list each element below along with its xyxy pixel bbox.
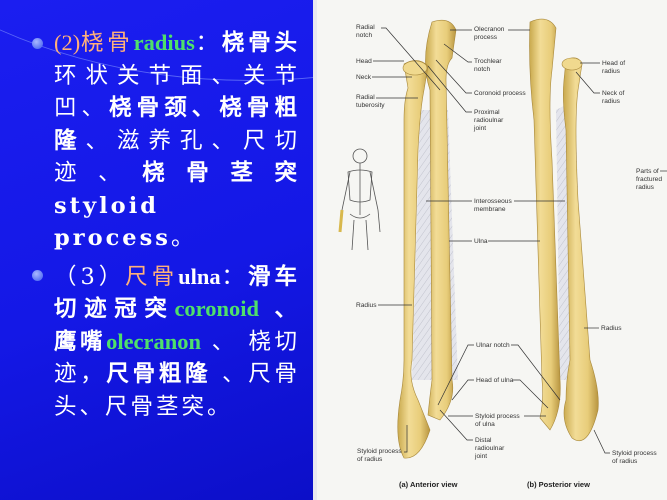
label-neck-of-radius-line2: radius	[602, 98, 621, 105]
segment: 、 桡切迹，	[54, 328, 300, 388]
label-head-of-radius: Head of	[602, 60, 625, 67]
segment: 桡骨头	[221, 30, 300, 56]
segment: 环状关节面、关节凹、	[54, 62, 300, 122]
center-labels: Olecranon process Trochlear notch Corono…	[399, 26, 565, 489]
bullet-ulna: （3）尺骨ulna：滑车切迹冠突coronoid 、 鹰嘴olecranon 、…	[30, 261, 300, 424]
label-coronoid-process: Coronoid process	[474, 90, 526, 97]
label-head-of-ulna: Head of ulna	[476, 377, 514, 384]
skeleton-thumbnail-icon	[338, 148, 381, 251]
ulna-description: （3）尺骨ulna：滑车切迹冠突coronoid 、 鹰嘴olecranon 、…	[54, 261, 300, 424]
label-radial-notch: Radial	[356, 24, 375, 31]
label-parts-of-fractured-radius-line3: radius	[636, 184, 655, 191]
label-styloid-process-ulna-line2: of ulna	[475, 421, 495, 428]
label-radius-posterior: Radius	[601, 325, 622, 332]
label-head-of-radius-line2: radius	[602, 68, 621, 75]
term-cn: 尺骨	[125, 263, 179, 290]
bullet-radius: (2)桡骨radius：桡骨头环状关节面、关节凹、桡骨颈、桡骨粗隆、滋养孔、尺切…	[30, 27, 300, 255]
label-ulna: Ulna	[474, 238, 488, 245]
label-radial-notch-line2: notch	[356, 32, 372, 39]
label-styloid-radius-posterior: Styloid process	[612, 450, 657, 457]
forearm-bones-illustration: Radial notch Head Neck Radial tuberosity…	[338, 18, 667, 489]
segment: 尺骨粗隆	[106, 361, 212, 387]
radius-description: (2)桡骨radius：桡骨头环状关节面、关节凹、桡骨颈、桡骨粗隆、滋养孔、尺切…	[54, 27, 300, 255]
text-panel: (2)桡骨radius：桡骨头环状关节面、关节凹、桡骨颈、桡骨粗隆、滋养孔、尺切…	[0, 0, 313, 500]
label-parts-of-fractured-radius-line2: fractured	[636, 176, 662, 183]
segment: 滑车切迹冠突	[54, 263, 300, 323]
segment: 、滋养孔、尺切迹、	[54, 127, 300, 187]
label-head: Head	[356, 58, 372, 65]
anterior-view-bones	[397, 19, 458, 459]
colon: ：	[220, 263, 249, 290]
label-parts-of-fractured-radius: Parts of	[636, 168, 659, 175]
colon: ：	[194, 30, 222, 56]
segment: 桡骨颈、桡骨粗隆	[54, 95, 300, 154]
label-neck-of-radius: Neck of	[602, 90, 625, 97]
label-styloid-process-ulna: Styloid process	[475, 413, 520, 420]
label-styloid-radius-posterior-line2: of radius	[612, 458, 638, 465]
label-olecranon-process: Olecranon	[474, 26, 505, 33]
posterior-view-bones	[529, 18, 599, 442]
term-cn: 桡骨	[80, 30, 134, 56]
bullet-list: (2)桡骨radius：桡骨头环状关节面、关节凹、桡骨颈、桡骨粗隆、滋养孔、尺切…	[30, 27, 300, 429]
bullet-dot-icon	[32, 38, 43, 49]
segment: 、尺骨头、尺骨茎突。	[54, 361, 300, 420]
bullet-dot-icon	[32, 269, 43, 281]
label-proximal-radioulnar-joint: Proximal	[474, 109, 500, 116]
panel-edge	[313, 0, 317, 500]
segment: 桡骨茎突 styloid process	[54, 160, 300, 251]
label-radial-tuberosity: Radial	[356, 94, 375, 101]
label-neck: Neck	[356, 74, 372, 81]
label-styloid-radius-anterior: Styloid process	[357, 448, 402, 455]
label-interosseous-membrane: Interosseous	[474, 198, 512, 205]
label-interosseous-membrane-line2: membrane	[474, 206, 506, 213]
anterior-labels-left: Radial notch Head Neck Radial tuberosity…	[356, 24, 441, 463]
term-en: radius	[133, 30, 195, 55]
segment: coronoid	[174, 296, 260, 321]
label-distal-radioulnar-joint-line3: joint	[474, 453, 487, 460]
bullet-number: （3）	[54, 263, 126, 290]
segment: olecranon	[106, 328, 202, 354]
label-distal-radioulnar-joint-line2: radioulnar	[475, 445, 505, 452]
label-proximal-radioulnar-joint-line3: joint	[473, 125, 486, 132]
posterior-labels-right: Head of radius Neck of radius Parts of f…	[527, 60, 667, 489]
label-trochlear-notch: Trochlear	[474, 58, 502, 65]
label-olecranon-process-line2: process	[474, 34, 498, 41]
label-trochlear-notch-line2: notch	[474, 66, 490, 73]
bullet-number: (2)	[54, 30, 81, 55]
label-proximal-radioulnar-joint-line2: radioulnar	[474, 117, 504, 124]
label-radius-anterior: Radius	[356, 302, 377, 309]
label-styloid-radius-anterior-line2: of radius	[357, 456, 383, 463]
segment: 。	[170, 225, 197, 251]
anatomy-figure-panel: Radial notch Head Neck Radial tuberosity…	[313, 0, 667, 500]
caption-anterior-view: (a) Anterior view	[399, 480, 458, 489]
segment: 、 鹰嘴	[54, 296, 300, 355]
label-ulnar-notch: Ulnar notch	[476, 342, 510, 349]
label-radial-tuberosity-line2: tuberosity	[356, 102, 385, 109]
term-en: ulna	[178, 263, 221, 289]
label-distal-radioulnar-joint: Distal	[475, 437, 492, 444]
caption-posterior-view: (b) Posterior view	[527, 480, 590, 489]
